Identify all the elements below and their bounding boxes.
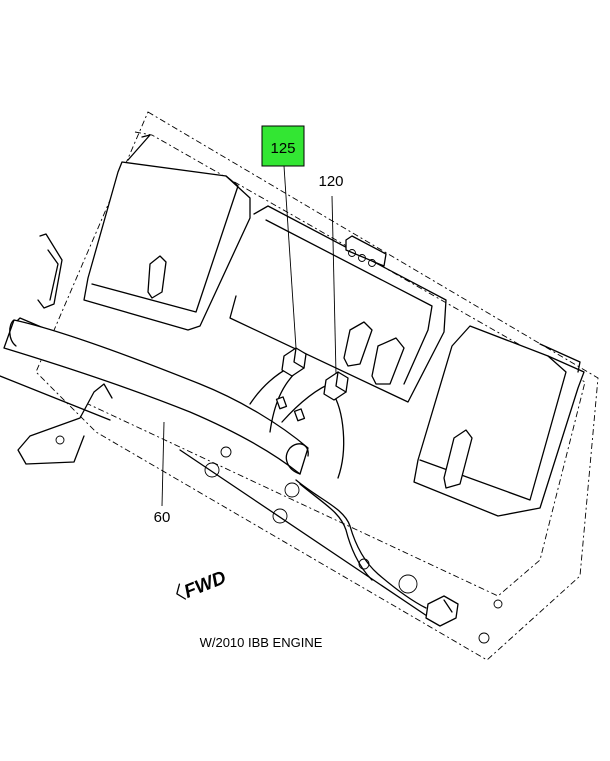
right-module-connector — [443, 429, 473, 489]
right-module — [413, 325, 585, 517]
tube-60 — [3, 319, 309, 475]
connector-strip — [345, 235, 387, 267]
middle-module — [229, 205, 447, 403]
callout-120-label[interactable]: 120 — [318, 173, 343, 190]
leader-line-125 — [283, 165, 297, 349]
callout-125-highlight[interactable] — [261, 125, 305, 167]
fwd-indicator: FWD — [176, 567, 230, 603]
harness-end-connector — [425, 595, 459, 627]
mount-bracket — [17, 233, 113, 465]
middle-connector-b — [371, 337, 405, 385]
fwd-arrow-icon — [176, 583, 187, 600]
connector-125 — [281, 347, 307, 377]
leader-line-120 — [331, 195, 337, 375]
leader-line-60 — [161, 421, 165, 507]
callout-125-label[interactable]: 125 — [270, 140, 295, 157]
middle-connector-a — [343, 321, 373, 367]
panel-outline — [35, 111, 599, 661]
connector-120 — [323, 371, 349, 401]
callout-60-label[interactable]: 60 — [154, 509, 171, 526]
diagram-caption: W/2010 IBB ENGINE — [200, 635, 323, 650]
fwd-label: FWD — [181, 567, 229, 603]
left-module — [83, 134, 251, 331]
left-module-connector — [147, 255, 167, 299]
wiring-harness — [249, 365, 459, 627]
